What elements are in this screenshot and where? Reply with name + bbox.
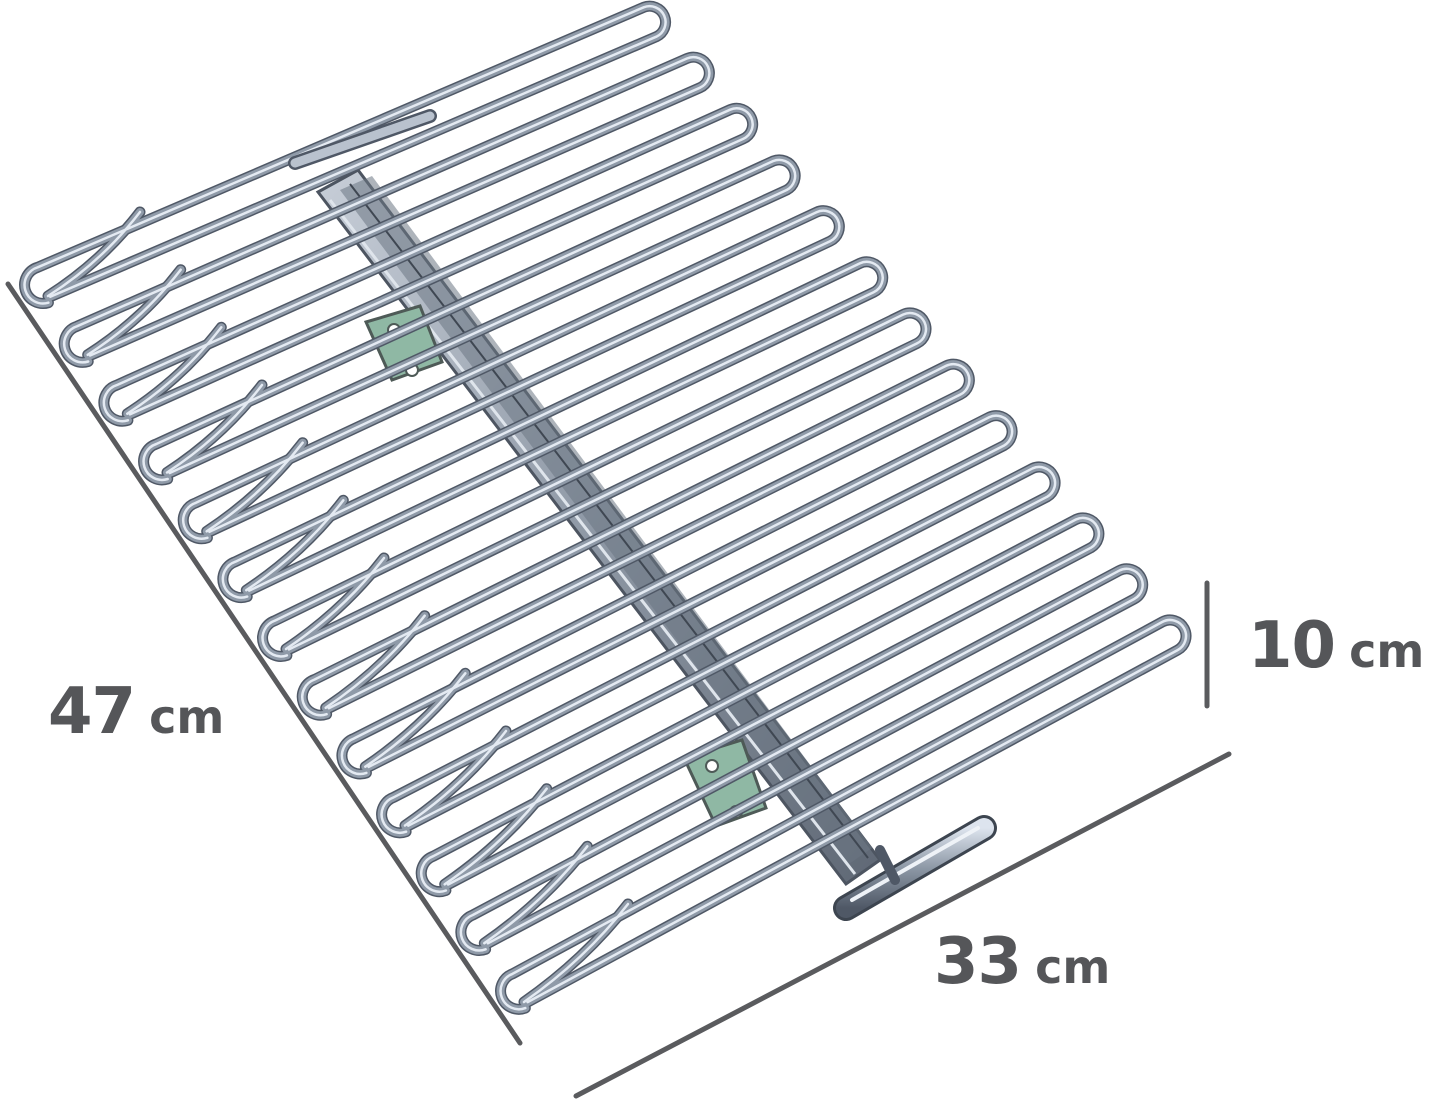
hanger-arm: [19, 0, 671, 309]
width-value: 33: [934, 925, 1022, 999]
hanger-hook: [284, 556, 386, 651]
hanger-wire-loop: [23, 4, 667, 305]
hanger-hook: [403, 729, 508, 827]
hanger-wire-loop: [459, 567, 1144, 952]
hanger-wire-loop: [420, 516, 1101, 893]
hanger-wire-loop: [301, 362, 971, 717]
hanger-arm: [296, 358, 975, 721]
hanger-hook: [165, 383, 264, 474]
height-value: 10: [1248, 609, 1336, 683]
hanger-hook: [364, 672, 467, 768]
hanger-arm: [495, 614, 1192, 1015]
hanger-wire-loop: [102, 107, 754, 423]
hanger-hook: [46, 210, 142, 298]
hanger-arm: [376, 461, 1061, 839]
hanger-wire-loop: [499, 618, 1188, 1011]
hanger-hook: [324, 614, 426, 710]
hanger-hook: [443, 787, 548, 886]
hanger-wire-loop: [261, 311, 928, 658]
hanger-arm: [336, 410, 1018, 780]
hanger-hook: [522, 902, 630, 1004]
hanger-arm: [58, 51, 715, 368]
width-unit: cm: [1035, 940, 1111, 994]
hanger-hook: [86, 268, 182, 357]
hanger-wire-loop: [340, 414, 1014, 776]
hanger-wire-loop: [181, 209, 841, 540]
top-crossbar: [288, 109, 437, 170]
hanger-hook: [483, 845, 589, 945]
hanger-arm: [415, 512, 1105, 898]
hanger-hook: [245, 499, 345, 592]
hanger-arm: [217, 256, 889, 604]
pull-handle: [833, 815, 997, 921]
hanger-arms: [19, 0, 1192, 1015]
hanger-wire-loop: [62, 55, 711, 364]
depth-unit: cm: [149, 690, 225, 744]
hanger-arm: [138, 154, 801, 486]
hanger-arm: [98, 102, 759, 427]
depth-dimension-line: [5, 281, 523, 1046]
hanger-wire-loop: [142, 158, 797, 482]
hanger-arm: [455, 563, 1149, 956]
hanger-wire-loop: [380, 465, 1057, 835]
hanger-hook: [126, 326, 223, 415]
depth-value: 47: [48, 675, 136, 749]
width-dimension-line: [573, 751, 1232, 1099]
hanger-wire-loop: [221, 260, 884, 599]
hanger-arm: [177, 205, 845, 545]
height-unit: cm: [1349, 624, 1425, 678]
hanger-hook: [205, 441, 304, 533]
hanger-arm: [257, 307, 932, 662]
